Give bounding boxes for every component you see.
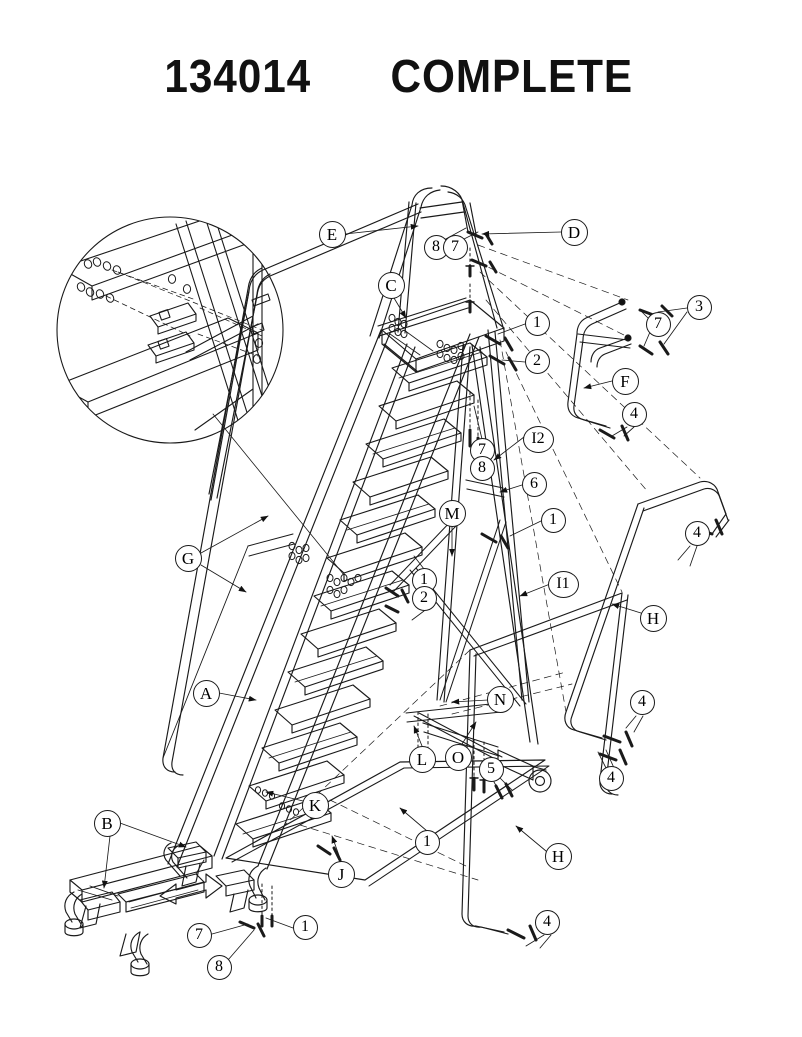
callout-balloon-4[interactable]: 4 xyxy=(621,401,647,427)
callout-label: 1 xyxy=(423,833,431,850)
handrail-assembly-H-lower xyxy=(461,592,629,942)
callout-balloon-4[interactable]: 4 xyxy=(684,520,710,546)
callout-balloon-1[interactable]: 1 xyxy=(414,829,440,855)
steps xyxy=(235,342,488,848)
callout-label: D xyxy=(567,222,581,242)
callout-balloon-h[interactable]: H xyxy=(544,842,572,870)
callout-label: E xyxy=(326,224,338,244)
callout-balloon-k[interactable]: K xyxy=(301,791,329,819)
callout-label: 7 xyxy=(654,315,662,332)
callout-label: 6 xyxy=(530,475,538,492)
callout-balloon-m[interactable]: M xyxy=(438,499,466,527)
callout-label: 7 xyxy=(478,441,486,458)
callout-balloon-h[interactable]: H xyxy=(639,604,667,632)
callout-label: G xyxy=(181,548,195,568)
callout-balloon-1[interactable]: 1 xyxy=(540,507,566,533)
callout-balloon-7[interactable]: 7 xyxy=(186,922,212,948)
callout-balloon-4[interactable]: 4 xyxy=(534,909,560,935)
callout-balloon-c[interactable]: C xyxy=(377,271,405,299)
callout-label: 7 xyxy=(451,238,459,255)
callout-balloon-1[interactable]: 1 xyxy=(524,310,550,336)
callout-balloon-7[interactable]: 7 xyxy=(442,234,468,260)
callout-balloon-l[interactable]: L xyxy=(408,745,436,773)
callout-balloon-n[interactable]: N xyxy=(486,685,514,713)
callout-balloon-b[interactable]: B xyxy=(93,809,121,837)
leader-lines xyxy=(101,223,698,961)
a-frame-legs xyxy=(389,329,539,745)
callout-balloon-a[interactable]: A xyxy=(192,679,220,707)
callout-label: I2 xyxy=(531,430,545,447)
callout-label: O xyxy=(451,747,465,767)
callout-balloon-8[interactable]: 8 xyxy=(469,455,495,481)
callout-label: 5 xyxy=(487,760,495,777)
callout-balloon-e[interactable]: E xyxy=(318,220,346,248)
callout-balloon-g[interactable]: G xyxy=(174,544,202,572)
callout-label: N xyxy=(493,689,507,709)
callout-label: 1 xyxy=(549,511,557,528)
callout-label: 4 xyxy=(630,405,638,422)
callout-label: 1 xyxy=(420,571,428,588)
callout-label: I1 xyxy=(556,575,570,592)
callout-label: 4 xyxy=(607,769,615,786)
callout-label: 8 xyxy=(478,459,486,476)
loose-base-weldment-B xyxy=(64,845,213,977)
callout-label: 7 xyxy=(195,926,203,943)
alignment-rays xyxy=(284,244,701,881)
handrail-assembly-F xyxy=(567,298,674,442)
callout-label: A xyxy=(199,683,213,703)
callout-label: 3 xyxy=(695,298,703,315)
callout-balloon-4[interactable]: 4 xyxy=(629,689,655,715)
callout-balloon-8[interactable]: 8 xyxy=(206,954,232,980)
callout-balloon-o[interactable]: O xyxy=(444,743,472,771)
callout-balloon-5[interactable]: 5 xyxy=(478,756,504,782)
callout-balloon-3[interactable]: 3 xyxy=(686,294,712,320)
callout-label: H xyxy=(551,846,565,866)
callout-label: 1 xyxy=(533,314,541,331)
callout-balloon-i2[interactable]: I2 xyxy=(522,425,554,453)
callout-label: J xyxy=(337,864,345,884)
callout-label: 1 xyxy=(301,918,309,935)
callout-balloon-j[interactable]: J xyxy=(327,860,355,888)
callout-label: 2 xyxy=(420,589,428,606)
callout-label: 4 xyxy=(638,693,646,710)
callout-label: C xyxy=(385,275,397,295)
callout-label: 4 xyxy=(543,913,551,930)
callout-label: 8 xyxy=(215,958,223,975)
callout-balloon-4[interactable]: 4 xyxy=(598,765,624,791)
base-frame xyxy=(163,702,552,913)
part-designation: COMPLETE xyxy=(390,50,633,102)
callout-balloon-7[interactable]: 7 xyxy=(645,311,671,337)
stair-section xyxy=(167,329,488,870)
climb-handrail xyxy=(162,267,295,776)
callout-label: H xyxy=(646,608,660,628)
fastener-stacks xyxy=(254,313,465,816)
callout-label: B xyxy=(101,813,113,833)
callout-label: 8 xyxy=(432,238,440,255)
part-number: 134014 xyxy=(164,50,312,102)
callout-balloon-2[interactable]: 2 xyxy=(411,585,437,611)
assembly-direction-arrow xyxy=(159,873,223,905)
callout-balloon-i1[interactable]: I1 xyxy=(547,570,579,598)
callout-balloon-d[interactable]: D xyxy=(560,218,588,246)
callout-balloon-f[interactable]: F xyxy=(611,367,639,395)
callout-balloon-1[interactable]: 1 xyxy=(292,914,318,940)
callout-label: K xyxy=(308,795,322,815)
callout-label: F xyxy=(620,371,630,391)
callout-label: M xyxy=(444,503,460,523)
callout-balloon-6[interactable]: 6 xyxy=(521,471,547,497)
callout-label: 2 xyxy=(533,352,541,369)
callout-balloon-2[interactable]: 2 xyxy=(524,348,550,374)
callout-label: L xyxy=(416,749,428,769)
page-title: 134014 COMPLETE xyxy=(0,46,802,106)
callout-label: 4 xyxy=(693,524,701,541)
